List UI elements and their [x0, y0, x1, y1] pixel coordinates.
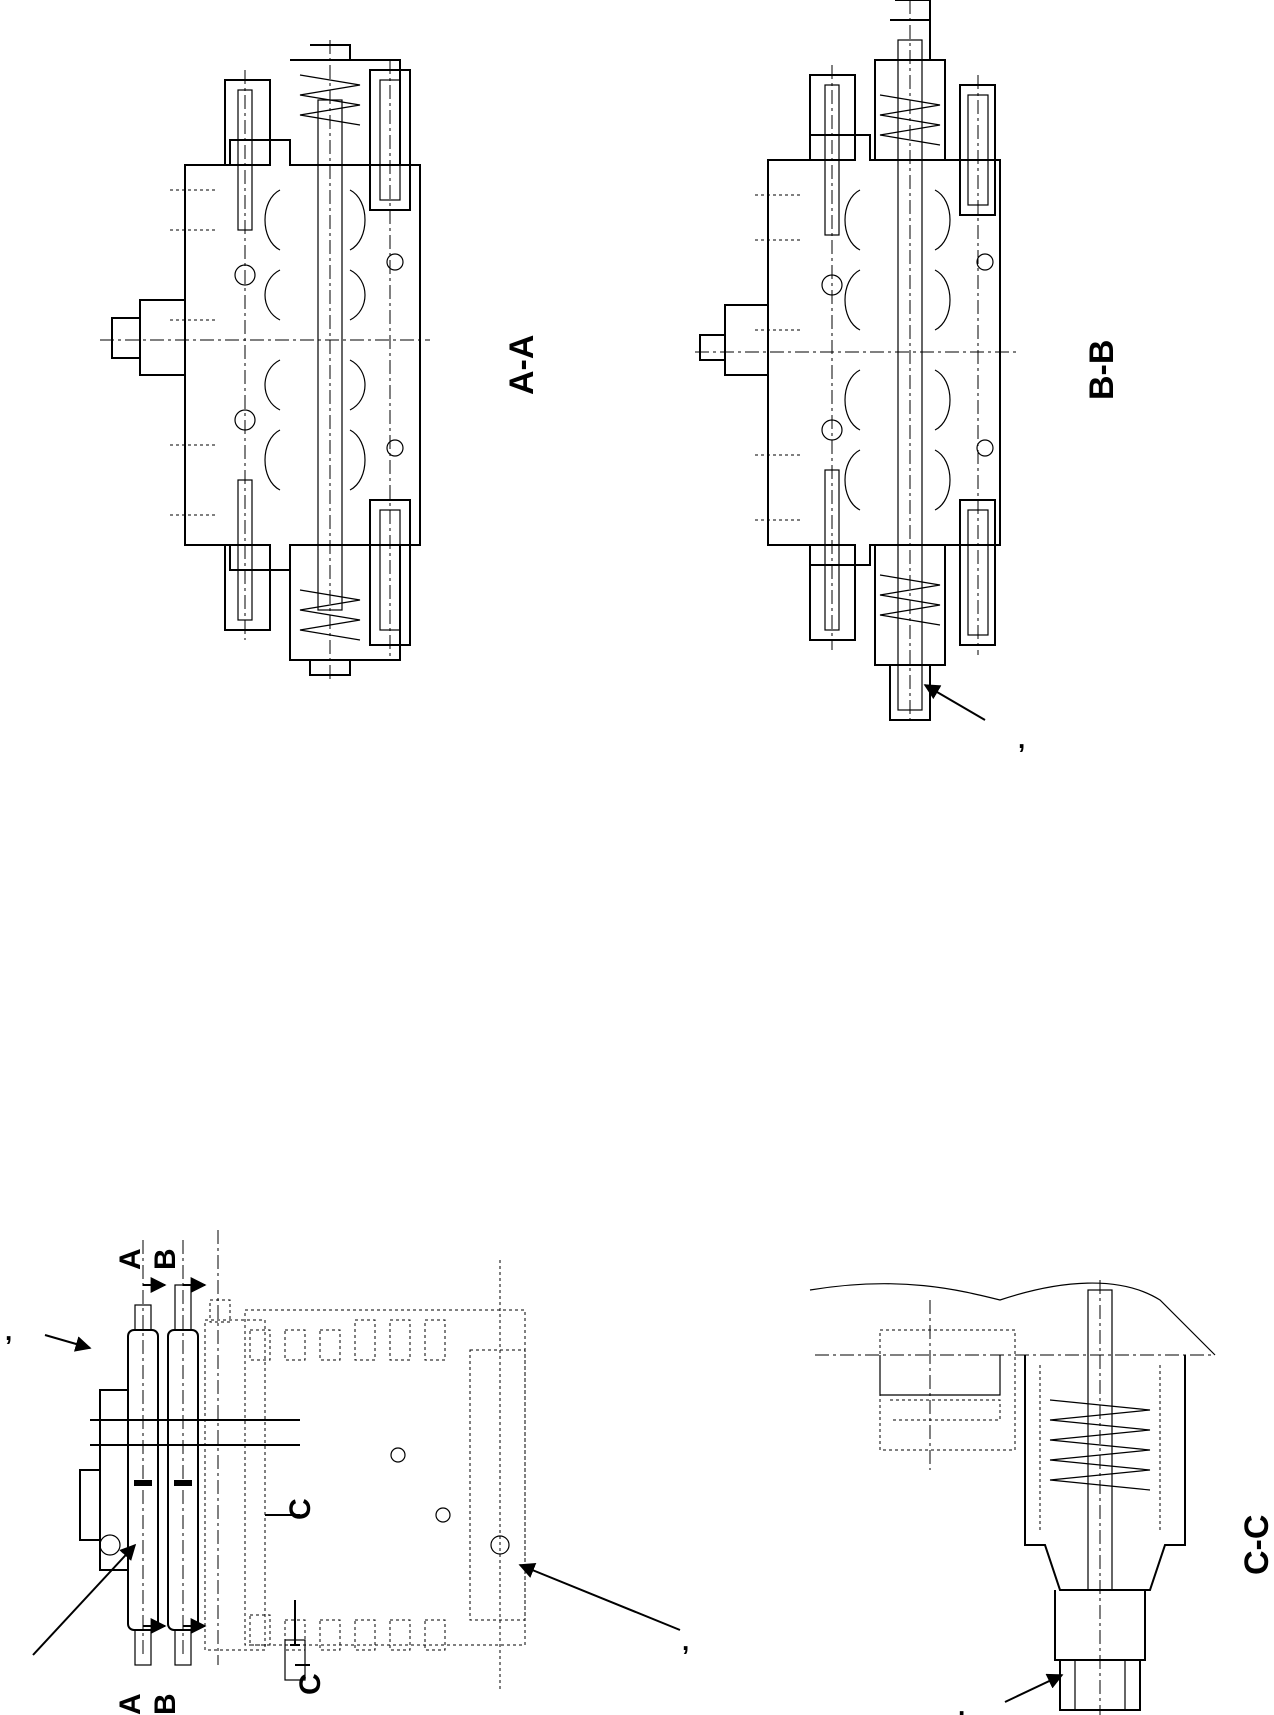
section-cc-drawing — [809, 1280, 1216, 1715]
section-bb-caption: B-B — [1083, 340, 1121, 400]
section-mark-b-top: B — [149, 1248, 182, 1270]
bb-leader-arrow — [923, 684, 986, 721]
section-mark-c-top: C — [284, 1498, 317, 1520]
section-aa-caption: A-A — [503, 335, 541, 395]
overview-left-top-arrow — [44, 1334, 92, 1352]
cc-plug-callout: , — [958, 1691, 965, 1715]
section-mark-b-bottom: B — [149, 1693, 182, 1715]
overview-right-arrow — [518, 1563, 681, 1631]
section-mark-c-bottom: C — [294, 1673, 327, 1695]
valve-overview-drawing — [79, 1230, 526, 1690]
bb-plug-callout: , — [1018, 724, 1025, 754]
overview-left-callout: , — [5, 1316, 12, 1346]
cc-leader-arrow — [1004, 1673, 1064, 1703]
overview-right-callout: , — [682, 1626, 689, 1656]
section-bb-drawing — [695, 0, 1020, 725]
section-mark-a-top: A — [114, 1248, 147, 1270]
overview-left-arrow — [32, 1543, 137, 1656]
section-cc-caption: C-C — [1238, 1515, 1274, 1575]
section-mark-a-bottom: A — [114, 1693, 147, 1715]
section-aa-drawing — [100, 40, 430, 680]
